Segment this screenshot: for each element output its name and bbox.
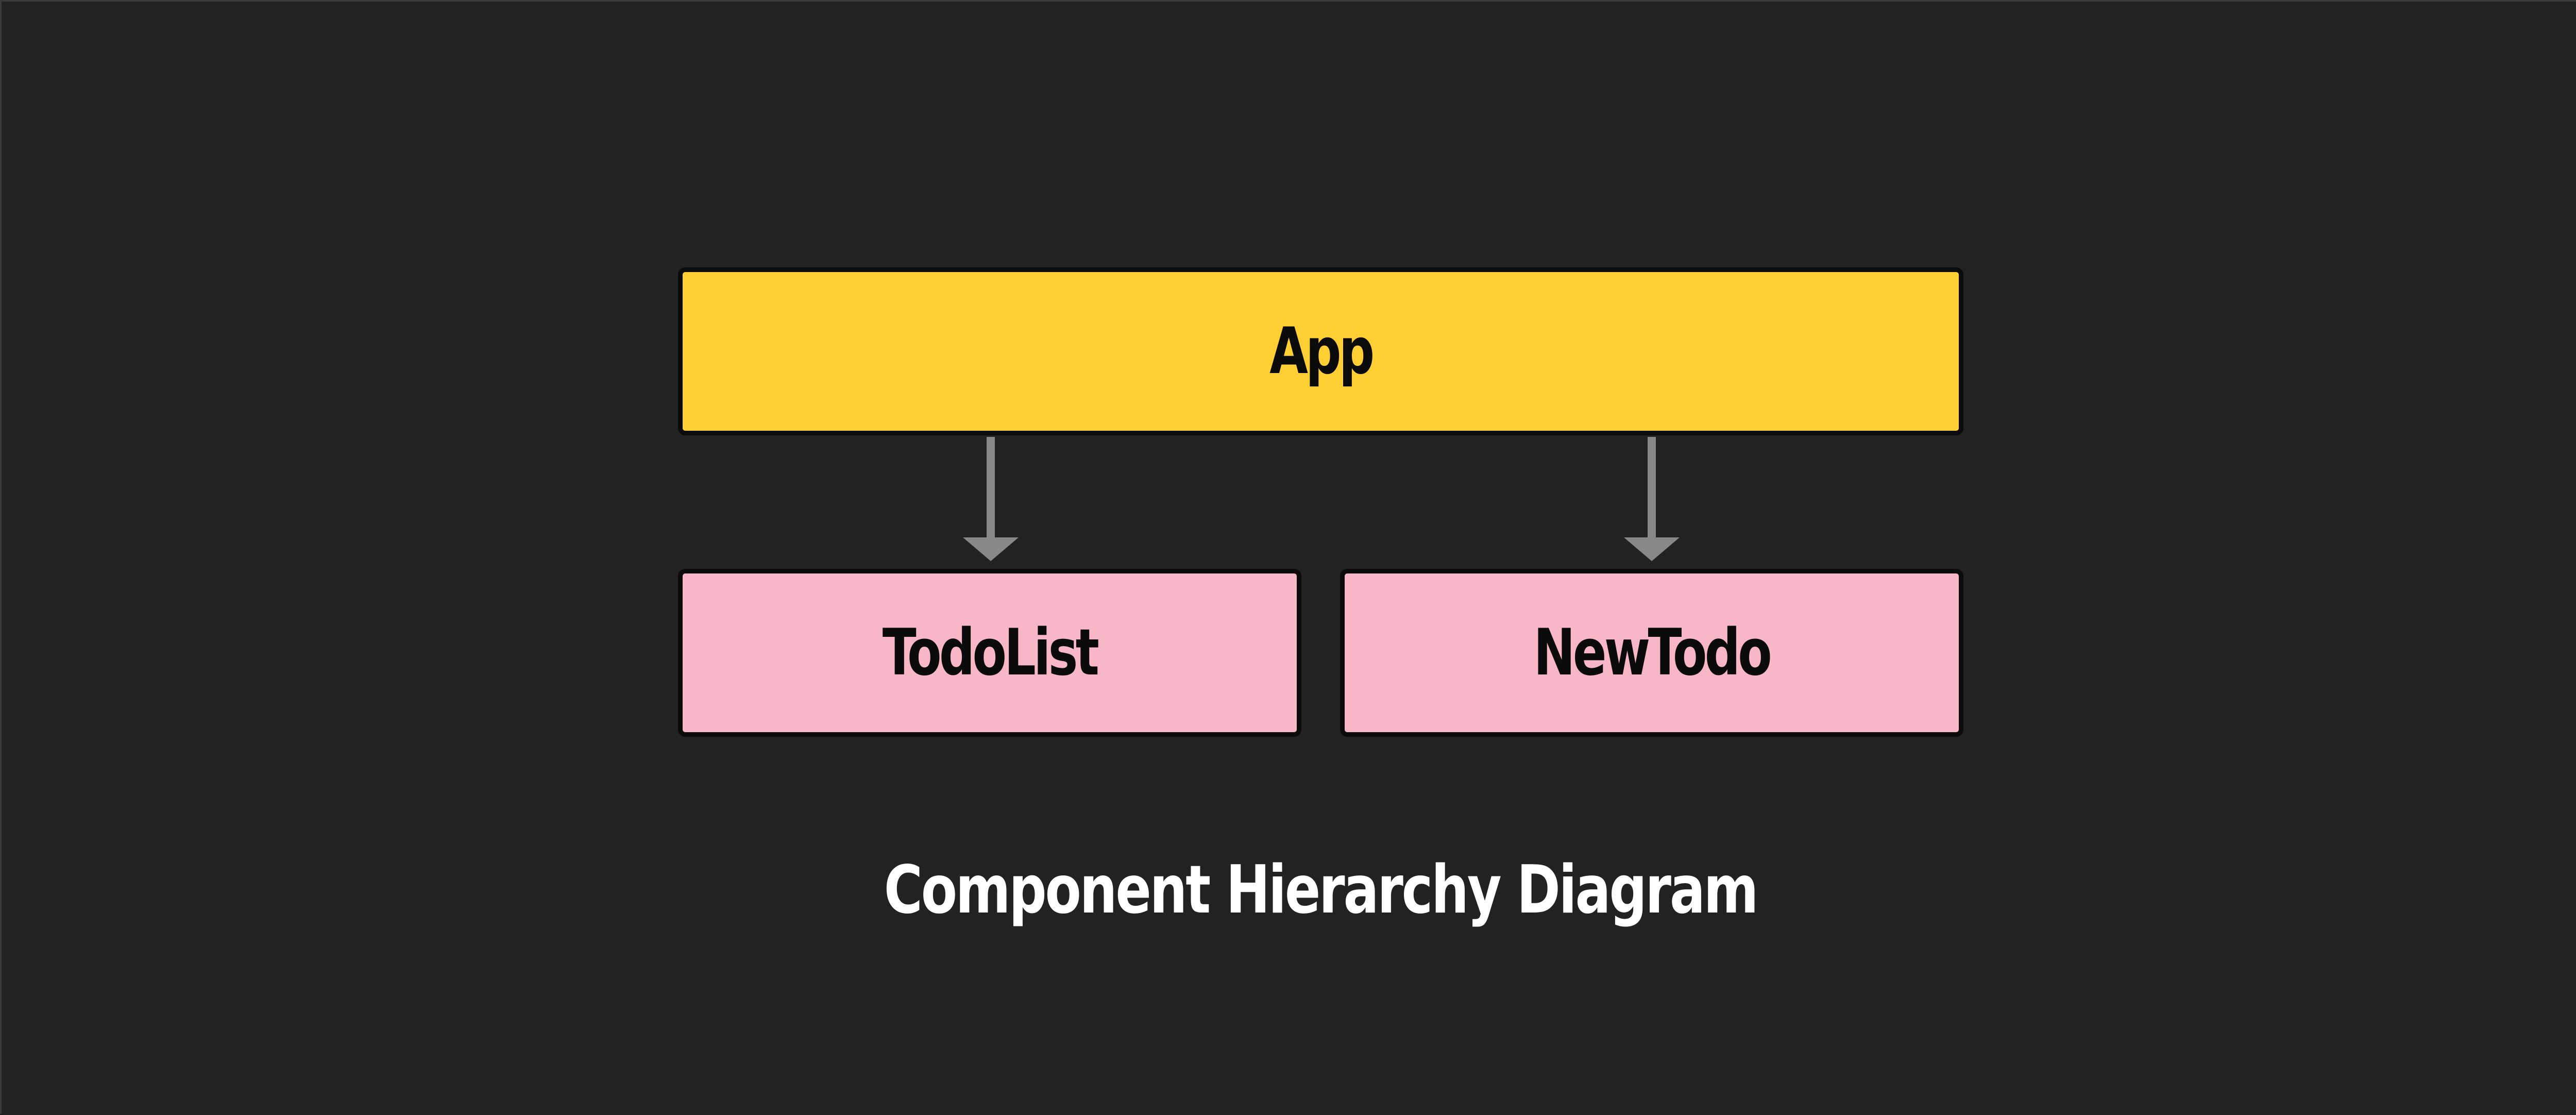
- edge-app-to-todolist: [963, 437, 1019, 561]
- node-todolist: TodoList: [678, 569, 1301, 737]
- node-app: App: [678, 267, 1963, 435]
- node-newtodo-label: NewTodo: [1533, 616, 1772, 690]
- node-newtodo: NewTodo: [1340, 569, 1963, 737]
- diagram-caption: Component Hierarchy Diagram: [2, 852, 2576, 928]
- node-app-label: App: [1269, 314, 1375, 388]
- arrowhead-icon: [1624, 537, 1680, 561]
- diagram-caption-text: Component Hierarchy Diagram: [884, 852, 1759, 928]
- edge-app-to-newtodo: [1624, 437, 1680, 561]
- arrowhead-icon: [963, 537, 1019, 561]
- node-todolist-label: TodoList: [882, 616, 1099, 690]
